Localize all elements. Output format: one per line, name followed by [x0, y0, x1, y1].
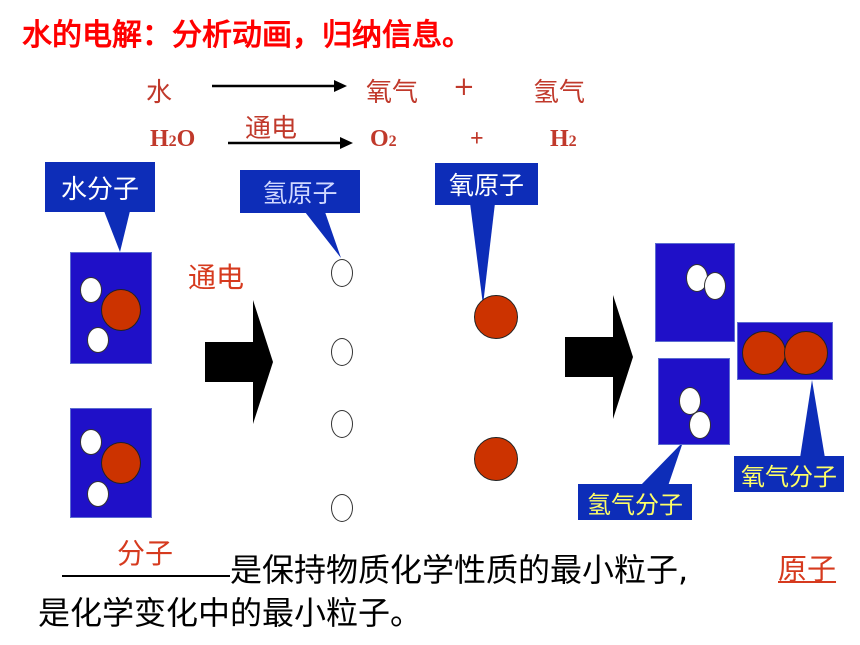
- hydrogen-atom: [679, 387, 701, 415]
- hydrogen-atom: [87, 327, 109, 353]
- hydrogen-molecule-box-1: [655, 243, 735, 342]
- callout-hydrogen-molecule: 氢气分子: [578, 484, 692, 520]
- free-oxygen-atom-2: [474, 437, 518, 481]
- free-oxygen-atom-1: [474, 295, 518, 339]
- hydrogen-atom: [80, 429, 102, 455]
- oxygen-atom: [742, 331, 786, 375]
- conclusion-line-1: 是保持物质化学性质的最小粒子,: [230, 551, 689, 589]
- hydrogen-molecule-box-2: [658, 358, 730, 445]
- word-plus: +: [453, 72, 475, 102]
- blank-underline-1: [62, 575, 230, 577]
- callout-oxygen-atom: 氧原子: [435, 163, 538, 205]
- hydrogen-atom: [689, 411, 711, 439]
- reaction-condition: 通电: [245, 114, 298, 144]
- callout-water-molecule: 水分子: [45, 162, 155, 212]
- word-product-oxygen: 氧气: [366, 78, 419, 108]
- free-hydrogen-atom-1: [331, 259, 353, 287]
- callout-hydrogen-atom: 氢原子: [240, 170, 360, 213]
- reaction-arrow-formula: [228, 137, 353, 149]
- reaction-arrow-word: [212, 80, 347, 92]
- word-reactant: 水: [146, 78, 173, 108]
- water-molecule-box-1: [70, 252, 152, 364]
- blank-answer-molecule: 分子: [117, 537, 174, 570]
- hydrogen-atom: [87, 481, 109, 507]
- hydrogen-atom: [704, 272, 726, 300]
- water-molecule-box-2: [70, 408, 152, 518]
- formula-product-oxygen: O2: [370, 126, 397, 152]
- free-hydrogen-atom-2: [331, 338, 353, 366]
- conclusion-line-2: 是化学变化中的最小粒子。: [38, 594, 423, 632]
- blank-answer-atom: 原子: [778, 552, 837, 586]
- free-hydrogen-atom-3: [331, 410, 353, 438]
- process-arrow-2: [565, 295, 633, 419]
- oxygen-atom: [101, 289, 141, 331]
- electrolysis-label: 通电: [188, 261, 245, 294]
- process-arrow-1: [205, 300, 273, 424]
- oxygen-molecule-box: [737, 322, 833, 380]
- hydrogen-atom: [80, 277, 102, 303]
- word-product-hydrogen: 氢气: [533, 78, 586, 108]
- callout-oxygen-molecule: 氧气分子: [734, 456, 844, 492]
- formula-plus: +: [470, 126, 484, 152]
- page-title: 水的电解：分析动画，归纳信息。: [22, 18, 472, 53]
- formula-product-hydrogen: H2: [550, 126, 577, 152]
- oxygen-atom: [101, 442, 141, 484]
- free-hydrogen-atom-4: [331, 494, 353, 522]
- formula-reactant: H2O: [150, 126, 196, 152]
- oxygen-atom: [784, 331, 828, 375]
